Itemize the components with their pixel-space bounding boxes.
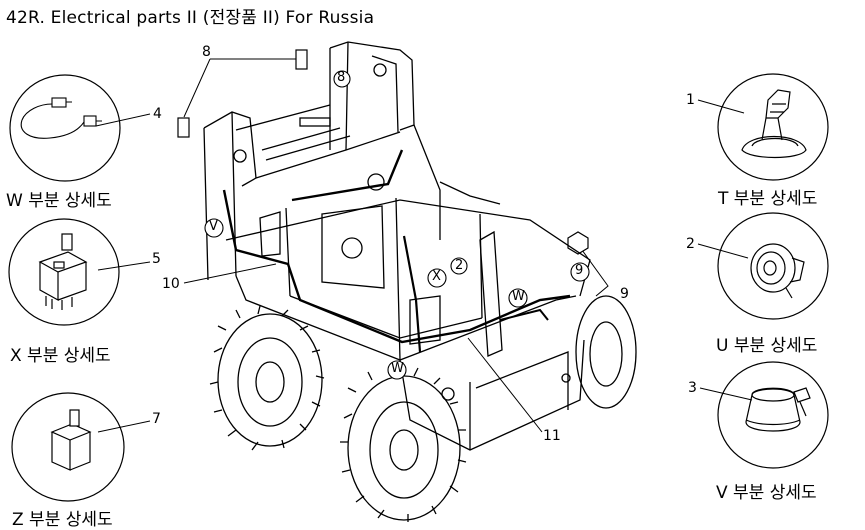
marker-9-circle — [570, 262, 590, 282]
rear-right-wheel — [575, 295, 637, 409]
detail-z-circle — [11, 392, 125, 502]
marker-2-circle — [450, 257, 468, 275]
leader-1 — [697, 99, 745, 114]
callout-3: 3 — [688, 380, 697, 396]
leader-3 — [699, 387, 753, 401]
callout-8: 8 — [202, 44, 211, 60]
callout-4: 4 — [153, 106, 162, 122]
switch-part-9 — [567, 231, 589, 255]
relay-icon — [38, 233, 88, 310]
switch-part-8a — [295, 49, 308, 70]
marker-2-label: 2 — [455, 258, 464, 273]
leader-10 — [183, 263, 277, 284]
switch-part-8b — [177, 117, 190, 138]
detail-w-circle — [9, 74, 121, 182]
callout-1: 1 — [686, 92, 695, 108]
marker-x-circle — [427, 268, 447, 288]
harness-connector-icon — [20, 97, 102, 139]
marker-w2-circle — [387, 360, 407, 380]
marker-v-circle — [204, 218, 224, 238]
caption-v-detail: V 부분 상세도 — [716, 483, 817, 503]
leader-8a — [183, 58, 304, 118]
beacon-lamp-icon — [745, 387, 811, 432]
leader-7 — [97, 420, 151, 433]
callout-5: 5 — [152, 251, 161, 267]
callout-11: 11 — [543, 428, 561, 444]
marker-w1-label: W — [512, 289, 525, 304]
leader-5 — [97, 261, 151, 271]
marker-w2-label: W — [391, 361, 404, 376]
detail-x-circle — [8, 218, 120, 326]
marker-v-label: V — [209, 219, 218, 234]
marker-9-label: 9 — [575, 263, 584, 278]
joystick-icon — [741, 89, 807, 159]
leader-4 — [95, 113, 151, 127]
detail-t-circle — [717, 73, 829, 181]
caption-w-detail: W 부분 상세도 — [6, 191, 112, 211]
caption-t-detail: T 부분 상세도 — [718, 189, 818, 209]
flasher-unit-icon — [50, 409, 92, 471]
front-left-wheel — [340, 367, 467, 522]
marker-8-circle — [333, 70, 351, 88]
marker-x-label: X — [432, 269, 441, 284]
page-title: 42R. Electrical parts II (전장품 II) For Ru… — [6, 8, 375, 28]
caption-z-detail: Z 부분 상세도 — [12, 510, 113, 530]
horn-speaker-icon — [750, 243, 805, 299]
detail-v-circle — [717, 361, 829, 469]
leader-9a — [581, 249, 609, 297]
callout-7: 7 — [152, 411, 161, 427]
marker-w1-circle — [508, 288, 528, 308]
callout-10: 10 — [162, 276, 180, 292]
leader-11 — [467, 337, 543, 433]
callout-2: 2 — [686, 236, 695, 252]
caption-x-detail: X 부분 상세도 — [10, 346, 111, 366]
skid-steer-machine — [203, 41, 637, 522]
callout-9: 9 — [620, 286, 629, 302]
rear-left-wheel — [209, 305, 325, 451]
caption-u-detail: U 부분 상세도 — [716, 336, 818, 356]
marker-8-label: 8 — [337, 70, 346, 85]
leader-2 — [697, 243, 749, 259]
detail-u-circle — [717, 212, 829, 320]
